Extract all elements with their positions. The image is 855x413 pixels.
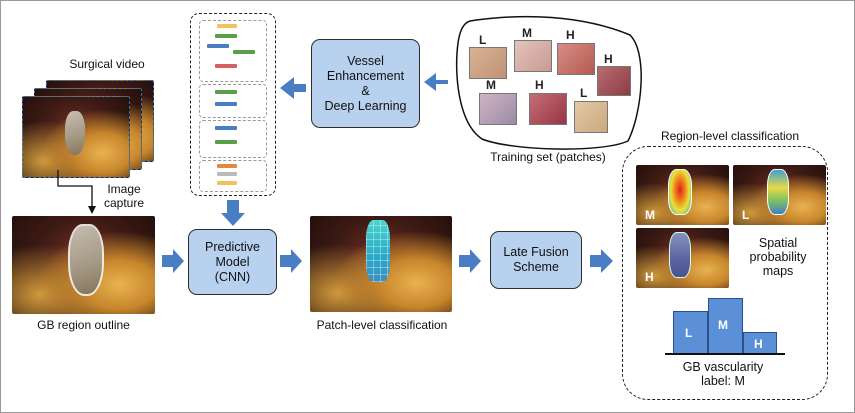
cnn-conv-block [215,34,237,38]
patch-level-label: Patch-level classification [316,318,448,332]
cnn-conv-block [215,102,237,106]
vessel-enhancement-box: Vessel Enhancement & Deep Learning [311,39,420,128]
image-capture-label: Image capture [103,182,145,210]
heatmap-overlay [767,169,789,215]
patch-label: H [604,52,613,66]
arrow-vessel-to-cnn [280,77,306,99]
training-patch [574,101,608,133]
vascularity-bar-h [743,332,777,355]
cnn-architecture-panel [190,13,276,196]
cnn-conv-block [207,44,229,48]
arrow-outline-to-model [162,249,184,273]
patch-label: L [479,33,487,47]
training-patch [557,43,595,75]
cnn-softmax-block [217,181,237,185]
gb-region-outline-label: GB region outline [37,318,130,332]
bar-label: M [718,318,728,332]
surgical-video-label: Surgical video [69,57,145,71]
patch-label: H [566,28,575,42]
bar-label: L [685,326,693,340]
cnn-pool-block [215,64,237,68]
gb-region-outline [68,224,104,296]
video-frame-front [22,96,130,178]
vascularity-bar-m [708,298,743,355]
heatmap-overlay [668,169,692,215]
cnn-stage-2 [199,84,267,118]
late-fusion-box: Late Fusion Scheme [490,231,582,289]
cnn-stage-3 [199,120,267,158]
patch-label: M [522,26,532,40]
training-patch [469,47,507,79]
patch-level-image [310,216,452,312]
bar-label: H [754,337,763,351]
patch-label: M [486,78,496,92]
training-patch [597,66,631,96]
arrow-patch-to-fusion [459,249,481,273]
image-capture-arrow [57,170,93,212]
gb-region-image [12,216,155,314]
spatial-maps-label: Spatial probability maps [749,236,807,278]
region-level-label: Region-level classification [660,129,800,143]
cnn-fc-block [217,172,237,176]
training-patch [529,93,567,125]
gallbladder [65,111,85,155]
gb-vascularity-label: GB vascularity label: M [682,360,764,388]
vascularity-bar-l [673,311,708,355]
arrow-fusion-to-region [590,249,613,273]
arrow-training-to-vessel [424,73,448,91]
cnn-conv-block [233,50,255,54]
map-label: H [645,270,654,284]
bar-baseline [665,353,785,355]
region-level-panel [622,146,828,400]
image-capture-arrowhead [88,206,96,214]
cnn-conv-block [215,90,237,94]
arrow-cnn-to-model [221,200,245,226]
training-set-label: Training set (patches) [490,150,606,164]
probability-map-l [733,165,826,225]
cnn-input-block [217,24,237,28]
cnn-conv-block [215,140,237,144]
map-label: M [645,208,655,222]
probability-map-h [636,228,729,288]
cnn-fc-block [217,164,237,168]
training-patch [514,40,552,72]
patch-grid-overlay [366,220,390,282]
map-label: L [742,208,750,222]
probability-map-m [636,165,729,225]
arrow-model-to-patch [280,249,302,273]
cnn-stage-1 [199,20,267,82]
predictive-model-box: Predictive Model (CNN) [188,229,277,295]
heatmap-overlay [669,232,691,278]
patch-label: L [580,86,588,100]
cnn-conv-block [215,126,237,130]
patch-label: H [535,78,544,92]
cnn-stage-4 [199,160,267,192]
training-patch [479,93,517,125]
